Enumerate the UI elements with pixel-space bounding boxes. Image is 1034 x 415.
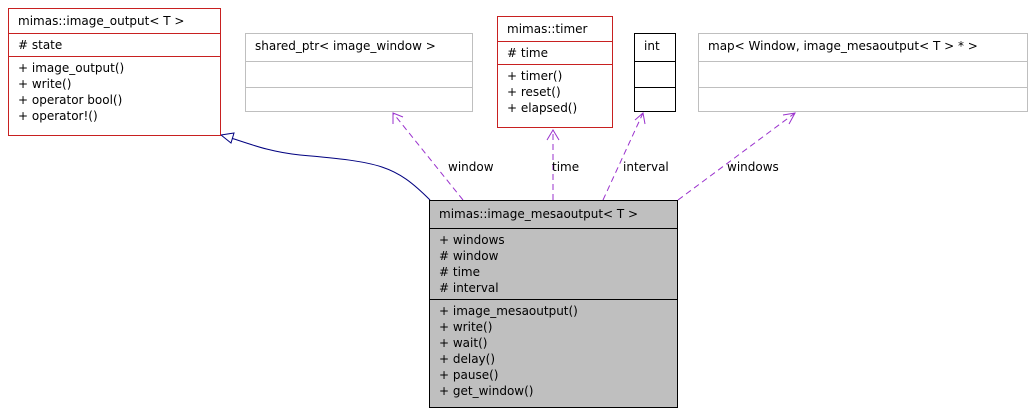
attribute-item: # time: [439, 265, 480, 279]
edge-label-window: window: [448, 160, 494, 174]
attribute-item: # interval: [439, 281, 499, 295]
usage-edge-windows: [677, 112, 796, 201]
method-item: + wait(): [439, 336, 488, 350]
inheritance-edge: [230, 137, 431, 201]
class-shared-ptr[interactable]: shared_ptr< image_window >: [245, 33, 473, 112]
class-int[interactable]: int: [634, 33, 676, 112]
methods-section: [246, 87, 472, 111]
attributes-section: + windows # window # time # interval: [430, 228, 677, 299]
method-item: + image_mesaoutput(): [439, 304, 578, 318]
method-item: + write(): [18, 77, 72, 91]
class-title: mimas::image_mesaoutput< T >: [439, 207, 639, 221]
attribute-item: # window: [439, 249, 499, 263]
attribute-item: # time: [507, 46, 548, 60]
method-item: + operator!(): [18, 109, 98, 123]
class-title: mimas::timer: [507, 22, 588, 36]
methods-section: + image_output() + write() + operator bo…: [9, 56, 220, 127]
usage-arrowhead-time: [546, 129, 560, 141]
methods-section: + timer() + reset() + elapsed(): [498, 64, 612, 119]
method-item: + get_window(): [439, 384, 534, 398]
usage-edge-window: [392, 112, 464, 201]
class-timer[interactable]: mimas::timer # time + timer() + reset() …: [497, 16, 613, 128]
usage-edge-interval: [602, 112, 644, 201]
usage-arrowhead-window: [392, 112, 404, 124]
method-item: + reset(): [507, 85, 561, 99]
class-title: int: [644, 39, 660, 53]
method-item: + operator bool(): [18, 93, 123, 107]
method-item: + pause(): [439, 368, 499, 382]
class-image-mesaoutput[interactable]: mimas::image_mesaoutput< T > + windows #…: [429, 200, 678, 408]
usage-arrowhead-interval: [634, 112, 646, 125]
attributes-section: [246, 61, 472, 87]
class-title: mimas::image_output< T >: [18, 14, 185, 28]
attributes-section: # state: [9, 33, 220, 56]
edge-label-interval: interval: [623, 160, 669, 174]
edge-label-time: time: [552, 160, 580, 174]
class-title: map< Window, image_mesaoutput< T > * >: [708, 39, 978, 53]
attributes-section: [699, 61, 1027, 87]
attributes-section: [635, 61, 675, 87]
methods-section: [699, 87, 1027, 111]
method-item: + elapsed(): [507, 101, 578, 115]
attribute-item: # state: [18, 38, 63, 52]
edge-label-windows: windows: [727, 160, 779, 174]
inheritance-arrowhead: [219, 132, 235, 144]
method-item: + image_output(): [18, 61, 125, 75]
class-map[interactable]: map< Window, image_mesaoutput< T > * >: [698, 33, 1028, 112]
method-item: + timer(): [507, 69, 563, 83]
class-title: shared_ptr< image_window >: [255, 39, 436, 53]
attribute-item: + windows: [439, 233, 505, 247]
method-item: + delay(): [439, 352, 496, 366]
methods-section: + image_mesaoutput() + write() + wait() …: [430, 299, 677, 402]
class-image-output[interactable]: mimas::image_output< T > # state + image…: [8, 8, 221, 136]
methods-section: [635, 87, 675, 111]
attributes-section: # time: [498, 41, 612, 64]
method-item: + write(): [439, 320, 493, 334]
usage-arrowhead-windows: [782, 112, 796, 125]
